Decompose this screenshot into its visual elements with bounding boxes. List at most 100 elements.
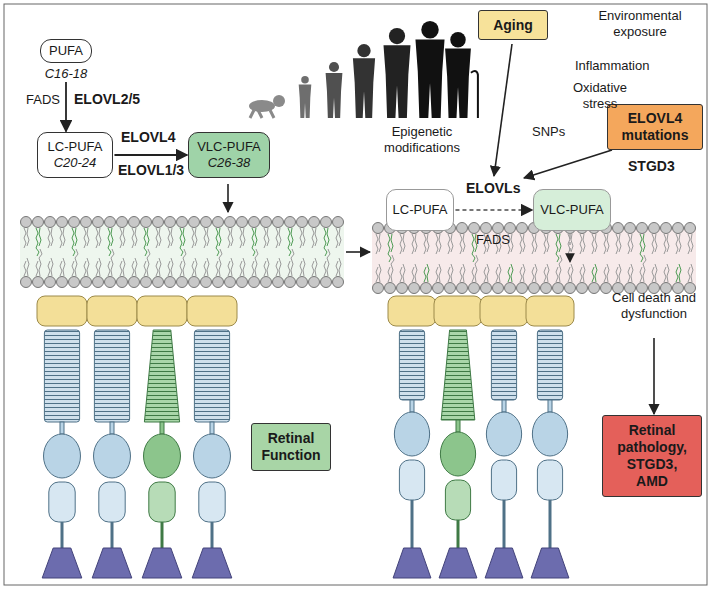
lipid-head bbox=[81, 217, 92, 228]
lipid-head bbox=[21, 217, 32, 228]
bilayer-core bbox=[372, 228, 696, 288]
lipid-head bbox=[493, 223, 504, 234]
lipid-tail bbox=[496, 264, 501, 282]
lipid-head bbox=[45, 217, 56, 228]
lipid-head bbox=[481, 223, 492, 234]
lipid-head bbox=[565, 283, 576, 294]
inner-segment bbox=[94, 434, 131, 478]
lipid-tail bbox=[144, 228, 149, 256]
lipid-head bbox=[21, 277, 32, 288]
lipid-head bbox=[177, 217, 188, 228]
rod-cell bbox=[526, 296, 574, 578]
lipid-tail bbox=[568, 264, 573, 282]
node-label: VLC-PUFA bbox=[197, 139, 261, 155]
connector-arrow bbox=[65, 82, 67, 131]
node-label: LC-PUFA bbox=[48, 139, 103, 155]
cane bbox=[471, 71, 478, 118]
annotation-label: Epigenetic modifications bbox=[370, 124, 474, 155]
lipid-head bbox=[273, 217, 284, 228]
connector-arrow bbox=[455, 209, 532, 211]
rod-cell bbox=[37, 296, 87, 578]
lipid-tail bbox=[300, 258, 305, 276]
lipid-tail bbox=[424, 234, 429, 254]
lipid-head bbox=[673, 223, 684, 234]
lipid-tail bbox=[36, 249, 42, 276]
lipid-head bbox=[33, 217, 44, 228]
lipid-tail bbox=[412, 264, 417, 282]
lipid-head bbox=[105, 217, 116, 228]
lipid-head bbox=[589, 283, 600, 294]
arrows bbox=[228, 44, 654, 414]
lipid-head bbox=[189, 217, 200, 228]
lipid-tail bbox=[640, 255, 646, 282]
axon bbox=[457, 520, 460, 548]
person-head bbox=[450, 32, 465, 47]
process-box: LC-PUFA bbox=[386, 189, 455, 231]
lipid-tail bbox=[276, 258, 281, 276]
lipid-head bbox=[481, 283, 492, 294]
lipid-tail bbox=[412, 234, 417, 254]
axon bbox=[503, 500, 506, 548]
lipid-tail bbox=[288, 249, 294, 276]
frame bbox=[4, 4, 707, 585]
axon bbox=[549, 500, 552, 548]
lipid-head bbox=[529, 283, 540, 294]
lipid-tail bbox=[96, 258, 101, 276]
synapse bbox=[393, 548, 431, 578]
lipid-head bbox=[577, 283, 588, 294]
rpe-cell bbox=[87, 296, 137, 326]
lipid-tail bbox=[676, 234, 681, 254]
rpe-cell bbox=[434, 296, 482, 326]
lipid-tail bbox=[48, 258, 53, 276]
lipid-head bbox=[165, 277, 176, 288]
cilium bbox=[110, 422, 114, 434]
rod-cell bbox=[388, 296, 436, 578]
photoreceptors bbox=[37, 296, 574, 578]
lipid-tail bbox=[628, 234, 633, 254]
lipid-tail bbox=[264, 228, 269, 248]
lipid-tail bbox=[544, 234, 549, 254]
lipid-head bbox=[469, 223, 480, 234]
lipid-tail bbox=[484, 264, 489, 282]
cilium bbox=[456, 420, 460, 432]
lipid-tail bbox=[240, 258, 245, 276]
cone-cell bbox=[137, 296, 187, 578]
lipid-tail bbox=[472, 255, 478, 282]
lipid-head bbox=[517, 223, 528, 234]
cell-body bbox=[99, 482, 125, 522]
lipid-head bbox=[493, 283, 504, 294]
lipid-tail bbox=[324, 249, 330, 276]
carbon-range: C16-18 bbox=[40, 66, 92, 82]
lipid-head bbox=[93, 277, 104, 288]
lipid-tail bbox=[168, 258, 173, 276]
lipid-tail bbox=[652, 234, 657, 254]
lipid-tail bbox=[216, 249, 222, 276]
lipid-head bbox=[57, 277, 68, 288]
annotation-label: ELOVL2/5 bbox=[74, 91, 140, 108]
node-label: ELOVL4 mutations bbox=[616, 110, 694, 144]
lipid-head bbox=[201, 277, 212, 288]
rpe-cell bbox=[526, 296, 574, 326]
lipid-tail bbox=[336, 258, 341, 276]
lipid-tail bbox=[688, 234, 693, 254]
lipid-tail bbox=[616, 264, 621, 282]
node-label: Retinal Function bbox=[260, 430, 322, 464]
lipid-tail bbox=[168, 228, 173, 248]
lipid-tail bbox=[520, 264, 525, 282]
lipid-tail bbox=[108, 228, 113, 256]
lipid-head bbox=[373, 283, 384, 294]
lipid-head bbox=[321, 217, 332, 228]
lipid-head bbox=[409, 283, 420, 294]
lipid-head bbox=[141, 277, 152, 288]
lipid-tail bbox=[580, 234, 585, 254]
lipid-head bbox=[249, 277, 260, 288]
lipid-tail bbox=[252, 249, 258, 276]
person-head bbox=[389, 28, 405, 44]
lipid-tail bbox=[84, 258, 89, 276]
annotation-label: ELOVL4 bbox=[121, 129, 175, 146]
lipid-tail bbox=[388, 255, 394, 282]
lipid-head bbox=[601, 283, 612, 294]
lipid-tail bbox=[180, 228, 185, 256]
lipid-head bbox=[553, 283, 564, 294]
person-body bbox=[445, 48, 471, 118]
